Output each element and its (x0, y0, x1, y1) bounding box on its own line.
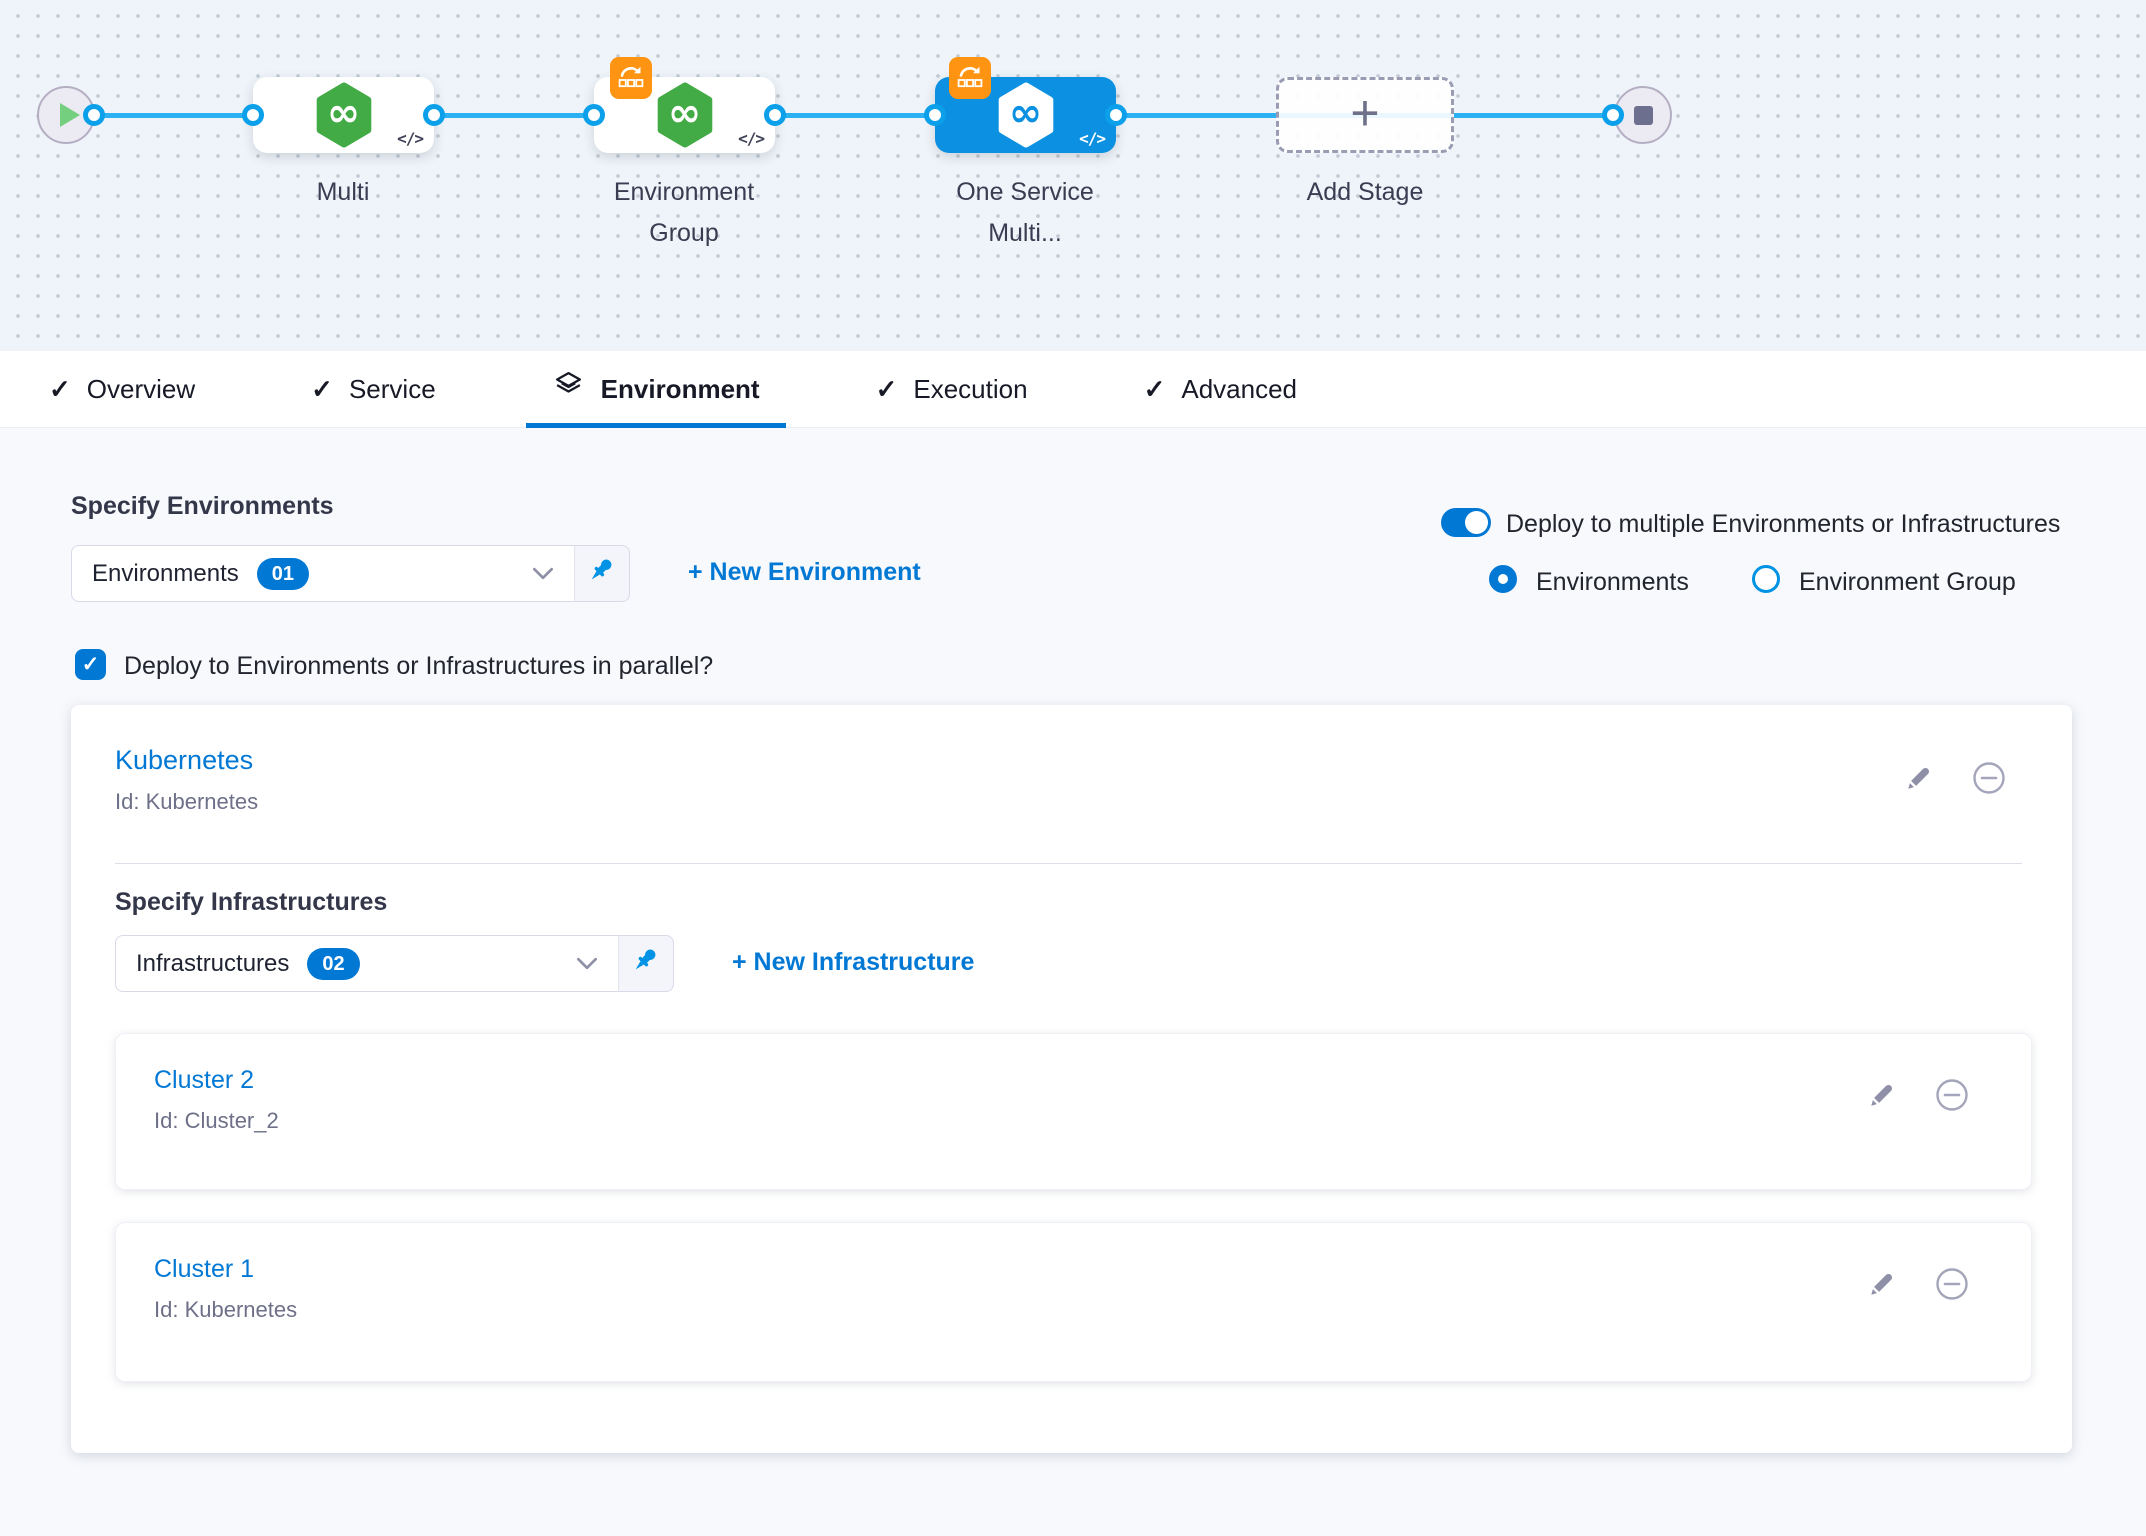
infrastructure-card-cluster-1: Cluster 1 Id: Kubernetes (115, 1222, 2032, 1382)
port-stage3-in (924, 104, 946, 126)
specify-environments-title: Specify Environments (71, 492, 334, 521)
port-stage3-out (1105, 104, 1127, 126)
port-start-out (83, 104, 105, 126)
new-environment-link[interactable]: + New Environment (688, 558, 921, 587)
stage-node-one-service-multi[interactable]: ∞ </> (935, 77, 1116, 153)
check-icon: ✓ (82, 652, 100, 677)
stage-label-one-service-multi: One Service Multi... (925, 172, 1125, 254)
infinity-glyph: ∞ (313, 93, 375, 133)
check-icon: ✓ (876, 376, 898, 402)
dropdown-value: Environments (92, 560, 239, 588)
check-icon: ✓ (1144, 376, 1166, 402)
play-icon (60, 103, 80, 127)
code-toggle-icon[interactable]: </> (738, 129, 764, 148)
tab-overview[interactable]: ✓ Overview (41, 351, 203, 427)
plus-icon: + (1350, 88, 1379, 138)
tab-service[interactable]: ✓ Service (303, 351, 444, 427)
harness-hexagon-icon: ∞ (654, 81, 716, 149)
radio-environments[interactable] (1489, 565, 1517, 593)
pin-toggle-button[interactable] (574, 545, 630, 602)
tab-execution[interactable]: ✓ Execution (868, 351, 1036, 427)
pipeline-canvas: ∞ </> Multi ∞ </> Environment Group (0, 0, 2146, 351)
remove-minus-icon[interactable] (1935, 1267, 1969, 1301)
stage-label-multi: Multi (243, 172, 443, 213)
stage-tabbar: ✓ Overview ✓ Service Environment ✓ Execu… (0, 351, 2146, 428)
infrastructures-dropdown: Infrastructures 02 (115, 935, 674, 992)
code-toggle-icon[interactable]: </> (397, 129, 423, 148)
environments-dropdown: Environments 01 (71, 545, 630, 602)
tab-label: Advanced (1181, 374, 1297, 405)
environment-card-kubernetes: Kubernetes Id: Kubernetes Specify Infras… (71, 705, 2072, 1453)
count-badge: 02 (307, 948, 359, 980)
tab-label: Environment (601, 374, 760, 405)
deploy-parallel-checkbox-label: Deploy to Environments or Infrastructure… (124, 652, 713, 681)
port-stage2-out (764, 104, 786, 126)
stage-label-environment-group: Environment Group (584, 172, 784, 254)
port-end-in (1602, 104, 1624, 126)
remove-minus-icon[interactable] (1935, 1078, 1969, 1112)
environment-row-actions (1904, 761, 2006, 795)
environments-dropdown-field[interactable]: Environments 01 (71, 545, 575, 602)
environment-tab-panel: Specify Environments Environments 01 (0, 428, 2146, 1536)
infrastructure-id-text: Id: Cluster_2 (154, 1108, 279, 1134)
stop-icon (1634, 106, 1653, 125)
edit-pencil-icon[interactable] (1867, 1080, 1897, 1110)
pin-icon (586, 555, 618, 592)
deploy-multiple-toggle-label: Deploy to multiple Environments or Infra… (1506, 510, 2060, 539)
tab-advanced[interactable]: ✓ Advanced (1136, 351, 1305, 427)
specify-infrastructures-title: Specify Infrastructures (115, 888, 387, 917)
pin-icon (630, 945, 662, 982)
infinity-glyph: ∞ (995, 93, 1057, 133)
infinity-glyph: ∞ (654, 93, 716, 133)
deploy-multiple-toggle[interactable] (1441, 508, 1491, 537)
harness-hexagon-icon: ∞ (313, 81, 375, 149)
pin-toggle-button[interactable] (618, 935, 674, 992)
code-toggle-icon[interactable]: </> (1079, 129, 1105, 148)
remove-minus-icon[interactable] (1972, 761, 2006, 795)
port-stage2-in (583, 104, 605, 126)
infrastructure-row-actions (1867, 1078, 1969, 1112)
infrastructure-id-text: Id: Kubernetes (154, 1297, 297, 1323)
harness-hexagon-icon: ∞ (995, 81, 1057, 149)
tab-label: Execution (913, 374, 1027, 405)
toggle-knob (1465, 511, 1488, 534)
add-stage-label: Add Stage (1265, 172, 1465, 213)
count-badge: 01 (257, 558, 309, 590)
tab-label: Overview (87, 374, 195, 405)
infrastructure-name-link[interactable]: Cluster 1 (154, 1255, 254, 1284)
check-icon: ✓ (311, 376, 333, 402)
infrastructure-name-link[interactable]: Cluster 2 (154, 1066, 254, 1095)
edit-pencil-icon[interactable] (1904, 763, 1934, 793)
radio-environments-label: Environments (1536, 568, 1689, 597)
infrastructures-dropdown-field[interactable]: Infrastructures 02 (115, 935, 619, 992)
new-infrastructure-link[interactable]: + New Infrastructure (732, 948, 974, 977)
chevron-down-icon (532, 567, 554, 580)
add-stage-button[interactable]: + (1276, 77, 1454, 153)
infrastructure-card-cluster-2: Cluster 2 Id: Cluster_2 (115, 1033, 2032, 1190)
infrastructure-row-actions (1867, 1267, 1969, 1301)
tab-environment[interactable]: Environment (544, 351, 768, 427)
card-divider (115, 863, 2022, 864)
dropdown-value: Infrastructures (136, 950, 289, 978)
stage-node-multi[interactable]: ∞ </> (253, 77, 434, 153)
environment-name-link[interactable]: Kubernetes (115, 745, 253, 776)
radio-environment-group[interactable] (1752, 565, 1780, 593)
multi-deploy-badge-icon (610, 57, 652, 99)
port-stage1-in (242, 104, 264, 126)
radio-environment-group-label: Environment Group (1799, 568, 2016, 597)
layers-icon (552, 369, 585, 409)
port-stage1-out (423, 104, 445, 126)
deploy-parallel-checkbox[interactable]: ✓ (75, 649, 106, 680)
tab-label: Service (349, 374, 436, 405)
edit-pencil-icon[interactable] (1867, 1269, 1897, 1299)
stage-node-environment-group[interactable]: ∞ </> (594, 77, 775, 153)
environment-id-text: Id: Kubernetes (115, 789, 258, 815)
check-icon: ✓ (49, 376, 71, 402)
multi-deploy-badge-icon (949, 57, 991, 99)
chevron-down-icon (576, 957, 598, 970)
